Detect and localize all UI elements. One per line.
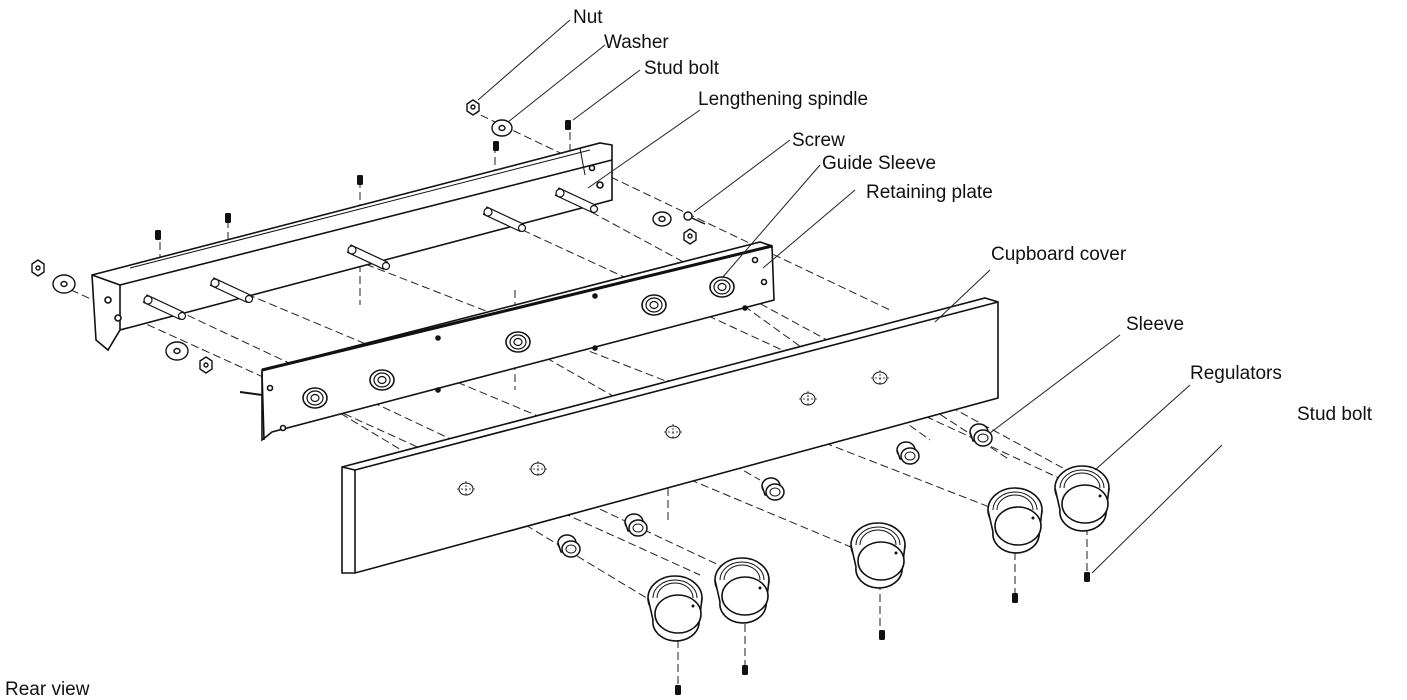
view-caption: Rear view <box>5 679 90 700</box>
label-regulators: Regulators <box>1190 363 1282 384</box>
nuts-washers <box>31 99 697 374</box>
label-guide-sleeve: Guide Sleeve <box>822 153 937 174</box>
label-stud-bolt-top: Stud bolt <box>644 58 719 79</box>
regulator-knobs <box>647 465 1110 642</box>
leader-lines <box>477 19 1223 574</box>
label-lengthening-spindle: Lengthening spindle <box>698 89 869 110</box>
screw <box>683 211 706 225</box>
label-stud-bolt-right: Stud bolt <box>1297 404 1372 425</box>
label-washer: Washer <box>604 32 669 53</box>
label-nut: Nut <box>573 7 603 28</box>
label-retaining-plate: Retaining plate <box>866 182 993 203</box>
label-cupboard-cover: Cupboard cover <box>991 244 1127 265</box>
label-sleeve: Sleeve <box>1126 314 1185 335</box>
label-screw: Screw <box>792 130 845 151</box>
